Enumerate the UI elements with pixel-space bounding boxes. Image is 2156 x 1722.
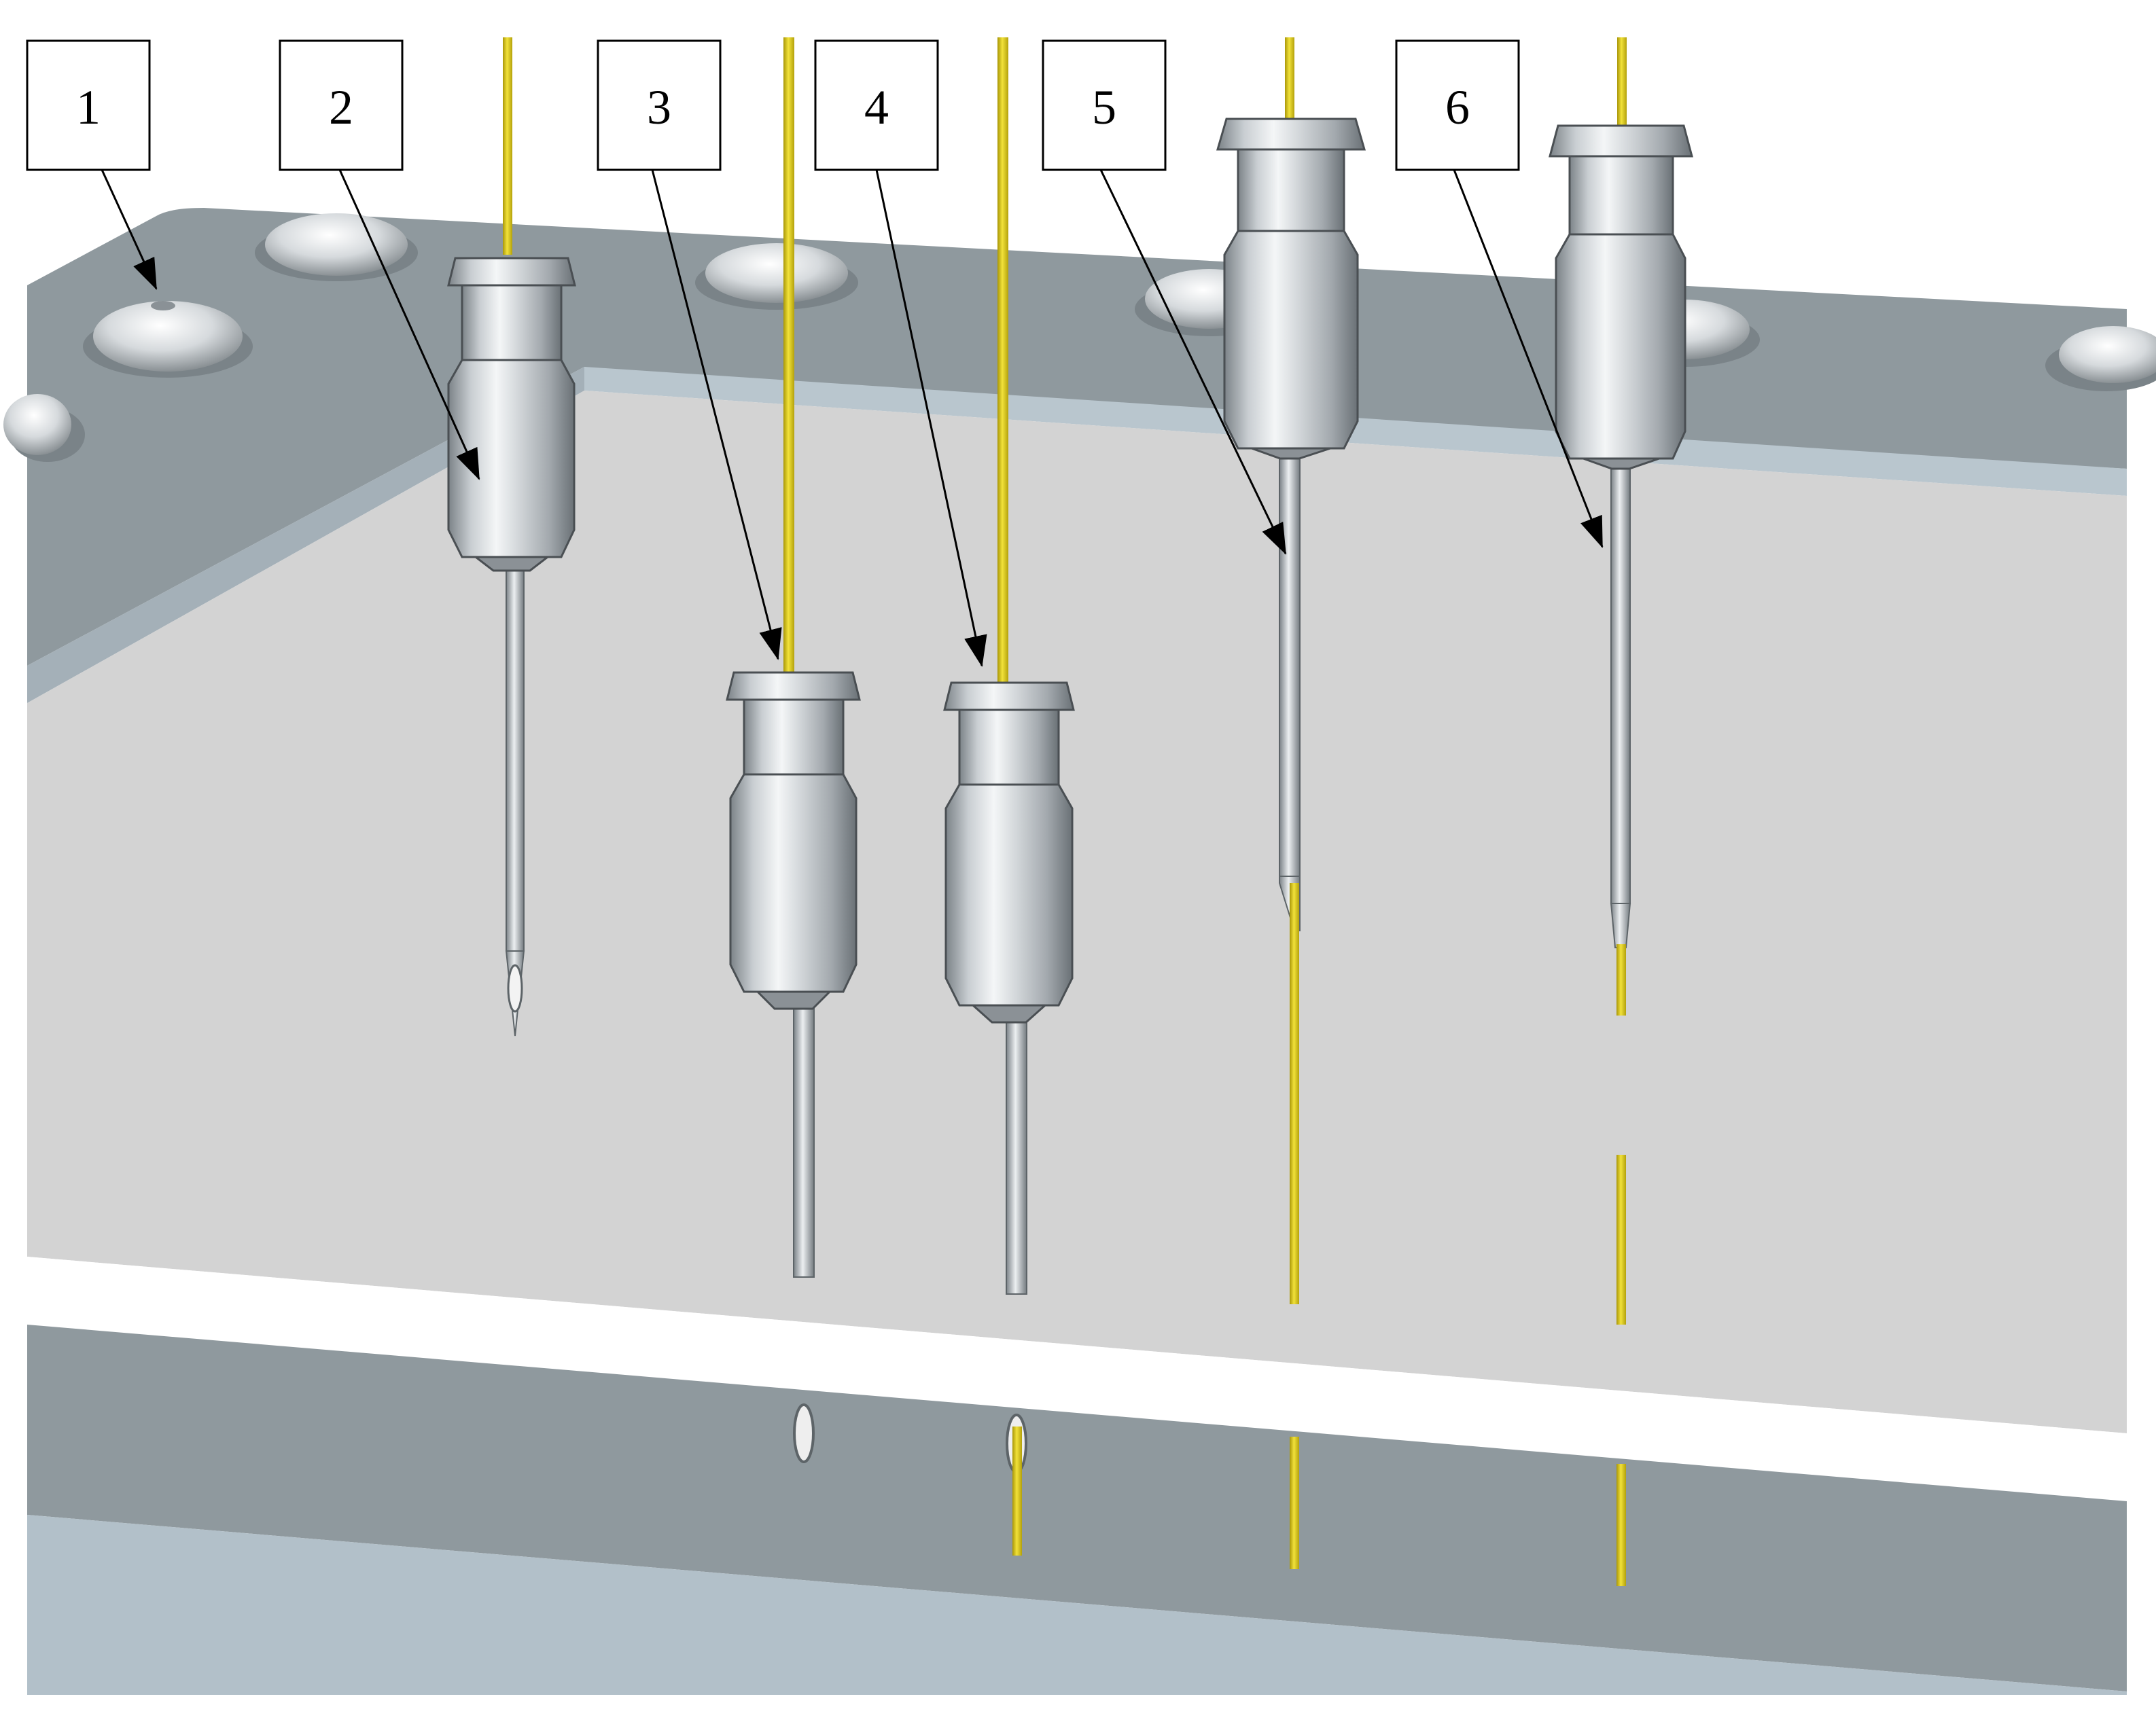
callout-label-6: 6 xyxy=(1445,80,1470,134)
callout-1: 1 xyxy=(26,39,151,171)
needle-eye-1 xyxy=(507,964,523,1013)
shelf-surface xyxy=(27,391,2127,1433)
fiber-5-seg-a xyxy=(1616,944,1626,1016)
fiber-5-seg-c xyxy=(1616,1464,1626,1586)
needle-hub-2 xyxy=(726,671,861,1010)
screw-head xyxy=(83,301,253,378)
fiber-5-seg-b xyxy=(1616,1155,1626,1325)
fiber-1 xyxy=(503,37,512,255)
needle-tip-5 xyxy=(1610,903,1631,948)
callout-label-1: 1 xyxy=(76,80,101,134)
fiber-4-exit xyxy=(1290,883,1299,1304)
screw-head xyxy=(695,243,858,310)
needle-hub-5 xyxy=(1549,124,1693,470)
plate-inner-wall xyxy=(584,367,2127,496)
leader-line-6 xyxy=(1453,169,1604,548)
fiber-5-top xyxy=(1617,37,1627,146)
leader-lines xyxy=(101,169,1604,667)
needle-hub-1 xyxy=(447,257,576,572)
screw-head xyxy=(3,394,85,462)
gap-band xyxy=(27,1257,2127,1501)
leader-line-1 xyxy=(101,169,158,290)
needle-shaft-4 xyxy=(1279,458,1301,880)
screw-head xyxy=(255,213,418,281)
callout-label-5: 5 xyxy=(1092,80,1116,134)
needle-shaft-2 xyxy=(793,1008,815,1278)
leader-line-5 xyxy=(1099,169,1287,555)
callout-label-4: 4 xyxy=(864,80,889,134)
needle-shaft-5 xyxy=(1610,468,1631,904)
needle-1 xyxy=(447,37,576,1037)
needle-shaft-3 xyxy=(1006,1022,1027,1295)
fiber-4-top xyxy=(1285,37,1294,139)
fiber-4-below xyxy=(1290,1437,1299,1569)
needle-2 xyxy=(726,37,861,1463)
lower-floor xyxy=(27,1515,2127,1695)
plate-front-edge-left xyxy=(27,367,584,703)
needle-hub-3 xyxy=(943,681,1075,1024)
lower-plate-band xyxy=(27,1325,2127,1691)
callout-2: 2 xyxy=(279,39,404,171)
needle-5 xyxy=(1549,37,1693,1586)
callout-3: 3 xyxy=(597,39,722,171)
plate-assembly xyxy=(27,208,2127,1695)
callouts: 1 2 3 4 5 6 xyxy=(26,39,1520,171)
needle-shaft-1 xyxy=(506,563,525,952)
needle-eye-2 xyxy=(793,1403,815,1463)
needle-3 xyxy=(943,37,1075,1556)
leader-line-2 xyxy=(338,169,480,480)
callout-label-3: 3 xyxy=(647,80,671,134)
needle-hub-4 xyxy=(1216,118,1366,460)
callout-5: 5 xyxy=(1042,39,1167,171)
fiber-2 xyxy=(783,37,794,689)
fiber-3 xyxy=(997,37,1008,706)
fiber-3-exit xyxy=(1012,1427,1022,1556)
screw-head xyxy=(2045,326,2156,391)
callout-6: 6 xyxy=(1395,39,1520,171)
leader-line-3 xyxy=(651,169,782,660)
leader-line-4 xyxy=(875,169,987,667)
callout-label-2: 2 xyxy=(329,80,353,134)
callout-4: 4 xyxy=(814,39,939,171)
